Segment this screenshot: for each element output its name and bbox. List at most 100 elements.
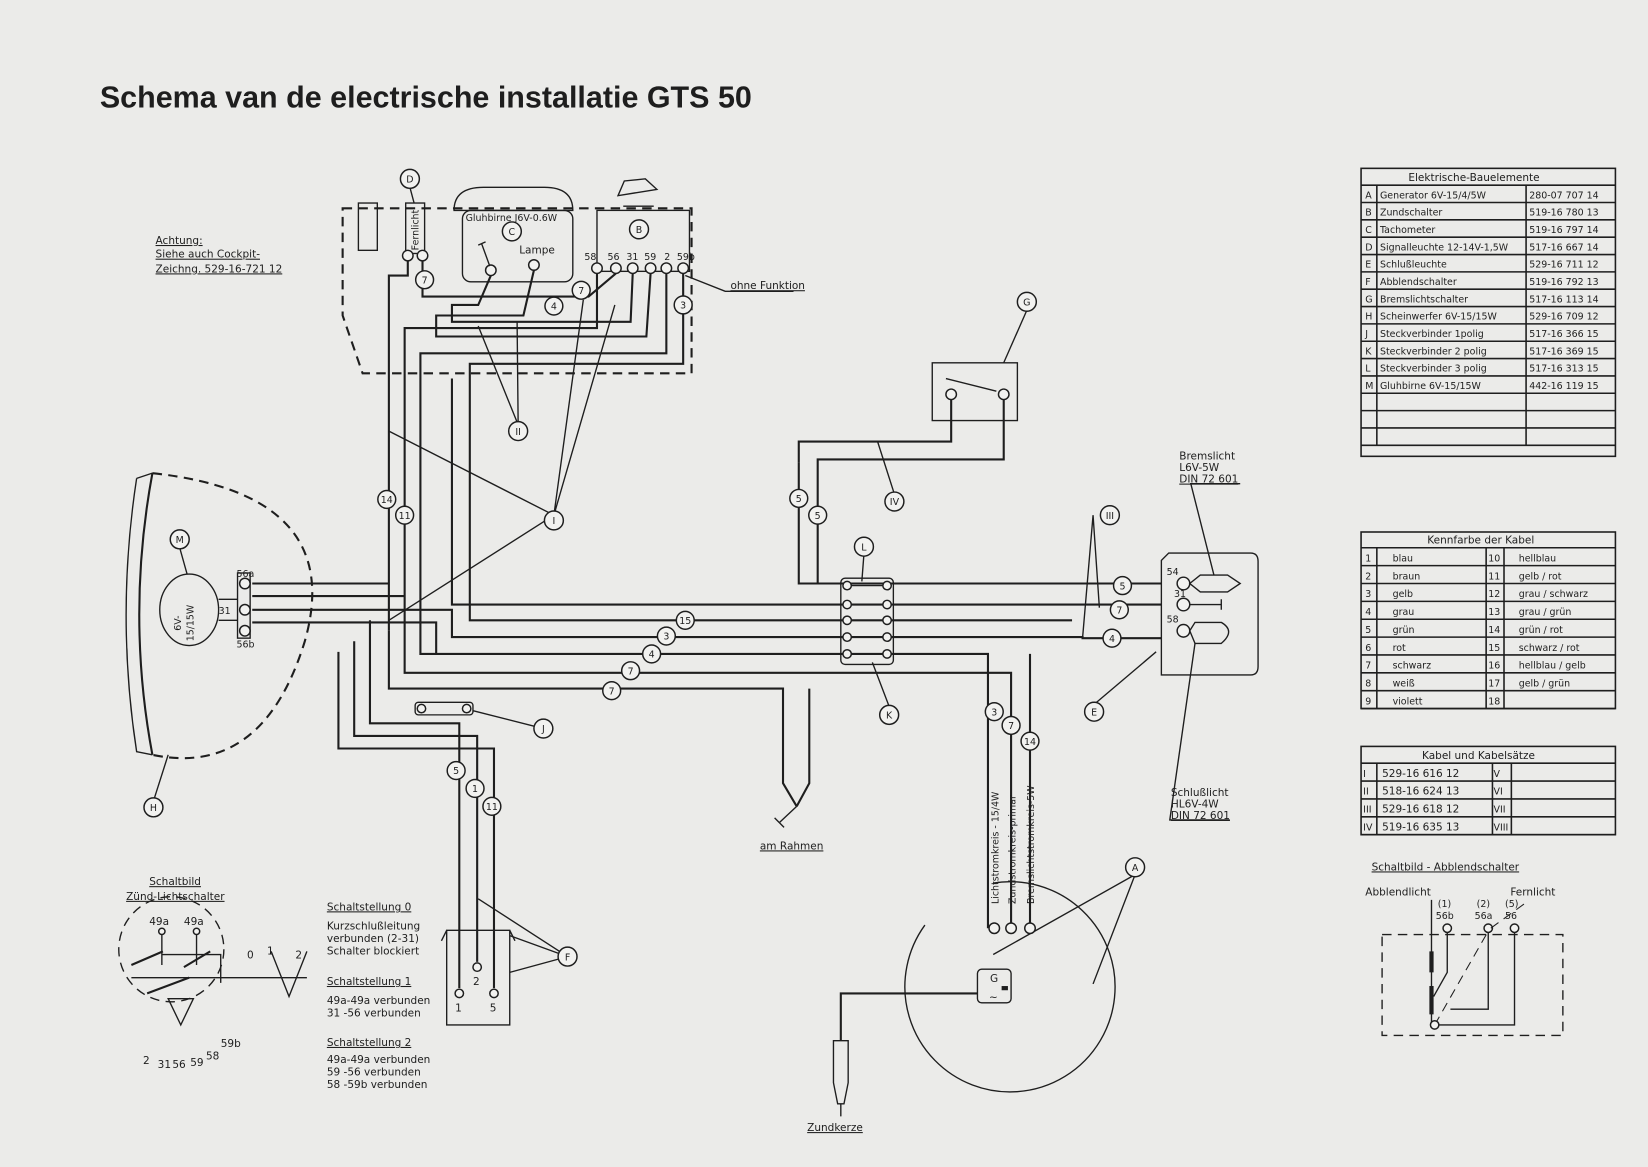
svg-text:Abblendschalter: Abblendschalter — [1380, 277, 1457, 288]
svg-text:58: 58 — [584, 252, 596, 263]
svg-text:grau: grau — [1393, 607, 1415, 618]
svg-text:IV: IV — [1363, 822, 1373, 833]
wire-number-marker: 7 — [602, 681, 622, 701]
generator: G ~ Lichtstromkreis - 15/4W Zundstromkre… — [807, 785, 1116, 1134]
svg-text:7: 7 — [1365, 661, 1371, 672]
svg-text:49a: 49a — [184, 916, 204, 928]
connector-l-k — [840, 577, 895, 666]
svg-text:517-16 313 15: 517-16 313 15 — [1529, 364, 1598, 375]
svg-text:2: 2 — [143, 1055, 150, 1067]
wire-number-marker: 3 — [984, 702, 1004, 722]
svg-text:518-16 624 13: 518-16 624 13 — [1382, 786, 1459, 798]
svg-text:56: 56 — [1505, 911, 1517, 922]
tachometer-dome — [453, 186, 574, 212]
svg-text:E: E — [1091, 707, 1097, 718]
brake-bulb — [1188, 574, 1242, 593]
svg-text:Steckverbinder 3 polig: Steckverbinder 3 polig — [1380, 364, 1487, 375]
svg-text:529-16 709 12: 529-16 709 12 — [1529, 312, 1598, 323]
headlight-bulb — [159, 573, 220, 647]
svg-text:7: 7 — [609, 686, 615, 697]
component-marker-iii: III — [1099, 504, 1121, 526]
svg-text:VIII: VIII — [1494, 822, 1509, 833]
b-terminals: 58 56 31 59 2 59b — [584, 252, 695, 275]
wire-number-marker: 7 — [571, 280, 591, 300]
svg-text:4: 4 — [551, 302, 557, 313]
cable-sets-table-title: Kabel und Kabelsätze — [1422, 750, 1535, 762]
svg-text:K: K — [886, 711, 893, 722]
svg-text:Steckverbinder 2 polig: Steckverbinder 2 polig — [1380, 346, 1487, 357]
headlight-terminal-56b: 56b — [236, 640, 254, 651]
svg-text:D: D — [1365, 242, 1372, 253]
svg-text:9: 9 — [1365, 696, 1371, 707]
svg-text:1: 1 — [472, 784, 478, 795]
svg-text:Zundschalter: Zundschalter — [1380, 208, 1442, 219]
svg-text:16: 16 — [1488, 661, 1500, 672]
svg-text:Schaltstellung 1: Schaltstellung 1 — [327, 976, 411, 988]
svg-text:schwarz / rot: schwarz / rot — [1519, 643, 1580, 654]
svg-text:3: 3 — [1365, 589, 1371, 600]
svg-text:H: H — [1365, 312, 1372, 323]
brake-label: Bremslicht — [1179, 450, 1235, 462]
svg-text:517-16 366 15: 517-16 366 15 — [1529, 329, 1598, 340]
svg-text:L: L — [861, 542, 867, 553]
wire-number-marker: 5 — [1112, 575, 1133, 596]
wire-number-marker: 7 — [1001, 715, 1021, 736]
wire-number-marker: 5 — [789, 488, 809, 509]
svg-text:15: 15 — [679, 616, 691, 627]
svg-text:DIN 72 601: DIN 72 601 — [1179, 474, 1238, 486]
wire-number-marker: 5 — [446, 760, 466, 781]
svg-text:529-16 711 12: 529-16 711 12 — [1529, 260, 1598, 271]
component-marker-a: A — [1124, 857, 1146, 878]
component-marker-ii: II — [507, 420, 529, 442]
svg-text:C: C — [1365, 225, 1372, 236]
ignition-key-icon — [616, 178, 659, 207]
svg-text:8: 8 — [1365, 678, 1371, 689]
svg-text:G: G — [990, 973, 998, 985]
svg-text:15/15W: 15/15W — [185, 604, 196, 641]
svg-text:517-16 113 14: 517-16 113 14 — [1529, 294, 1598, 305]
svg-text:DIN 72 601: DIN 72 601 — [1171, 810, 1230, 822]
svg-text:56a: 56a — [1475, 911, 1493, 922]
svg-text:G: G — [1365, 294, 1372, 305]
svg-text:6V-: 6V- — [173, 615, 184, 630]
svg-text:5: 5 — [490, 1002, 497, 1014]
svg-text:(1): (1) — [1438, 899, 1451, 910]
svg-text:2: 2 — [295, 950, 302, 962]
cockpit-assembly: Fernlicht Gluhbirne J6V-0.6W Lampe 58 56… — [341, 178, 805, 375]
svg-text:17: 17 — [1488, 678, 1500, 689]
svg-text:gelb / grün: gelb / grün — [1519, 678, 1570, 689]
svg-text:H: H — [150, 803, 157, 814]
svg-text:49a-49a verbunden: 49a-49a verbunden — [327, 995, 430, 1007]
component-marker-iv: IV — [884, 491, 905, 512]
svg-text:31: 31 — [1174, 589, 1186, 600]
note-heading: Achtung: — [156, 235, 203, 247]
wire-number-marker: 1 — [465, 778, 485, 799]
svg-text:J: J — [541, 724, 545, 735]
svg-text:58: 58 — [206, 1051, 219, 1063]
components-table-title: Elektrische-Bauelemente — [1408, 172, 1539, 184]
svg-text:5: 5 — [796, 494, 802, 505]
svg-text:VII: VII — [1494, 805, 1506, 816]
svg-text:J: J — [1364, 329, 1368, 340]
component-marker-d: D — [399, 168, 421, 190]
brake-light-switch — [931, 362, 1019, 422]
svg-text:L: L — [1365, 364, 1371, 375]
circuit-ignition: Zundstromkreis-primar — [1007, 795, 1018, 904]
svg-text:Fernlicht: Fernlicht — [1510, 887, 1555, 899]
svg-text:III: III — [1363, 805, 1371, 816]
dimmer-switch: 1 2 5 — [440, 929, 516, 1026]
svg-text:gelb / rot: gelb / rot — [1519, 571, 1562, 582]
svg-text:7: 7 — [1008, 721, 1014, 732]
note-line1: Siehe auch Cockpit- — [156, 249, 261, 261]
svg-text:10: 10 — [1488, 553, 1500, 564]
svg-text:59 -56 verbunden: 59 -56 verbunden — [327, 1066, 421, 1078]
